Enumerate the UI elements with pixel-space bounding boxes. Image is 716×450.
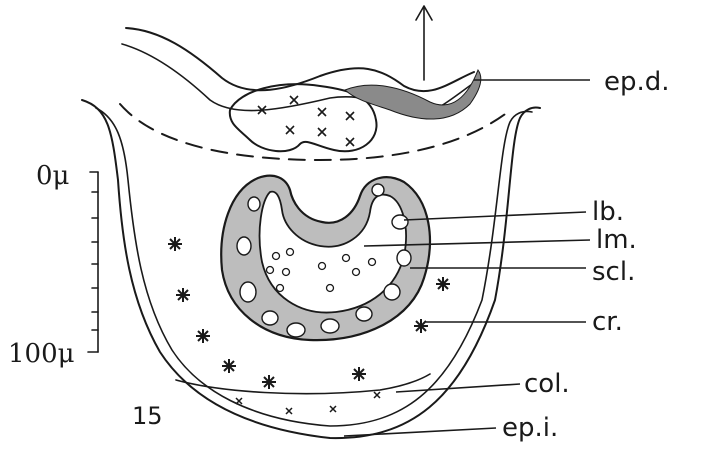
lumen-structure [221,176,430,340]
label-lb: lb. [592,197,624,227]
label-ep-i: ep.i. [502,413,558,443]
scale-bar [88,172,98,352]
label-col: col. [524,369,570,399]
label-scl: scl. [592,257,635,287]
label-lm: lm. [596,225,637,255]
scale-bottom-label: 100μ [8,339,75,369]
col-layer [176,374,430,414]
figure-number: 15 [132,402,163,430]
label-ep-d: ep.d. [604,67,670,97]
scale-top-label: 0μ [36,161,69,191]
orientation-arrow [416,6,432,80]
label-cr: cr. [592,307,623,337]
